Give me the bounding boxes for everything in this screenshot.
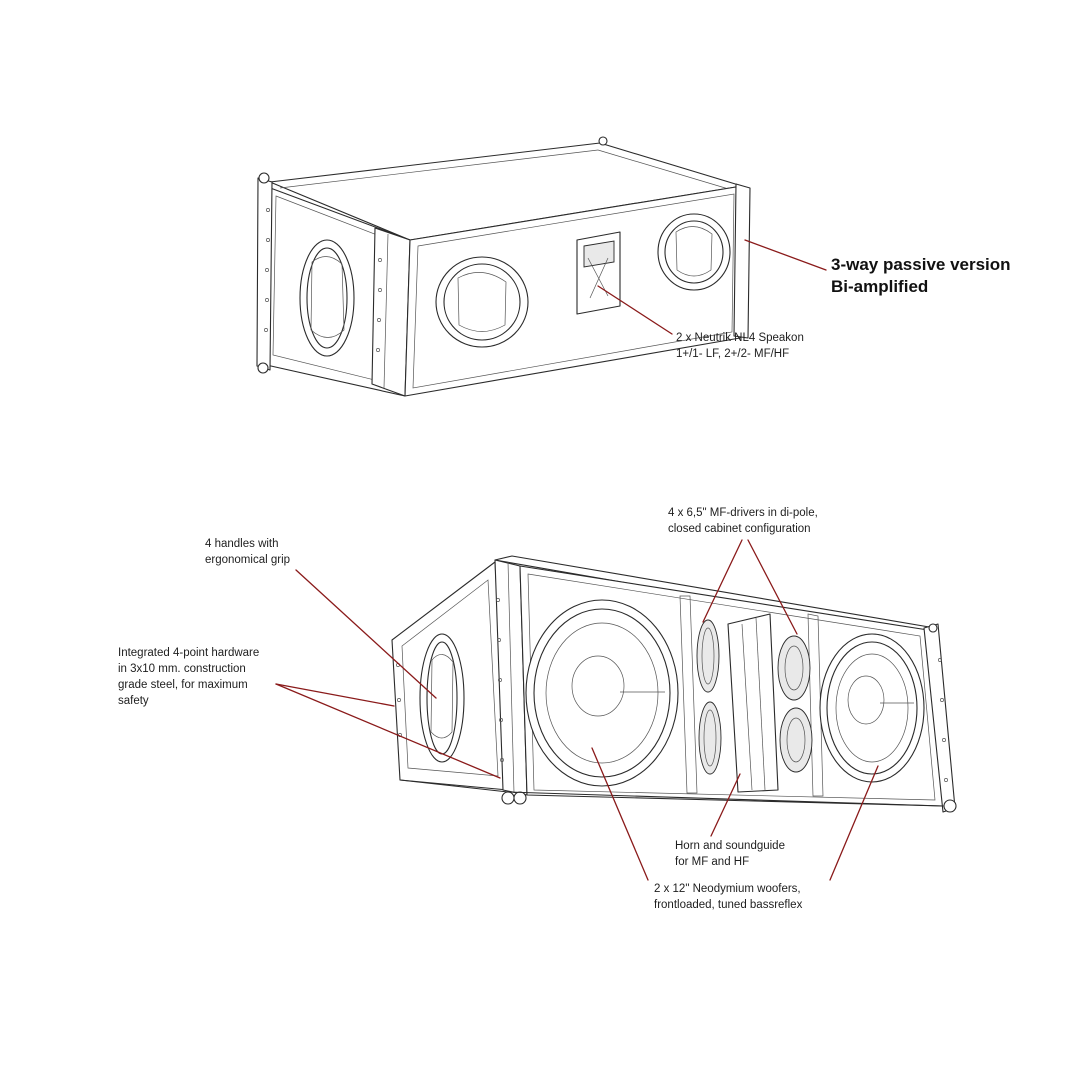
connector-label-line1: 2 x Neutrik NL4 Speakon [676,332,804,344]
woofers-label-line2: frontloaded, tuned bassreflex [654,899,803,911]
leader-mf-right [747,539,798,635]
hardware-label-line2: in 3x10 mm. construction [118,663,246,675]
mf-drivers-label: 4 x 6,5" MF-drivers in di-pole, closed c… [668,505,818,537]
version-title: 3-way passive version Bi-amplified [831,254,1011,298]
horn-label: Horn and soundguide for MF and HF [675,838,785,870]
leader-hardware-1 [275,683,395,707]
hardware-label-line3: grade steel, for maximum [118,679,248,691]
leader-woofer-left [591,747,649,881]
hardware-label-line1: Integrated 4-point hardware [118,647,260,659]
handles-label-line2: ergonomical grip [205,554,291,566]
version-title-line1: 3-way passive version [831,255,1011,274]
leader-handles [295,569,437,699]
handles-label-line1: 4 handles with [205,538,279,550]
hardware-label: Integrated 4-point hardware in 3x10 mm. … [118,645,259,709]
woofers-label: 2 x 12" Neodymium woofers, frontloaded, … [654,881,802,913]
leader-woofer-right [829,765,879,881]
connector-label: 2 x Neutrik NL4 Speakon 1+/1- LF, 2+/2- … [676,330,804,362]
hardware-label-line4: safety [118,695,149,707]
mf-drivers-label-line2: closed cabinet configuration [668,523,811,535]
leader-hardware-2 [275,683,501,779]
leader-mf-left [702,539,743,623]
horn-label-line2: for MF and HF [675,856,750,868]
leader-3way [744,239,827,271]
horn-label-line1: Horn and soundguide [675,840,785,852]
leader-connector [597,285,673,335]
leader-horn [710,773,741,837]
front-cabinet-drawing [391,555,957,813]
version-title-line2: Bi-amplified [831,277,929,296]
woofers-label-line1: 2 x 12" Neodymium woofers, [654,883,801,895]
handles-label: 4 handles with ergonomical grip [205,536,290,568]
mf-drivers-label-line1: 4 x 6,5" MF-drivers in di-pole, [668,507,818,519]
connector-label-line2: 1+/1- LF, 2+/2- MF/HF [676,348,790,360]
leader-lines [275,239,879,881]
